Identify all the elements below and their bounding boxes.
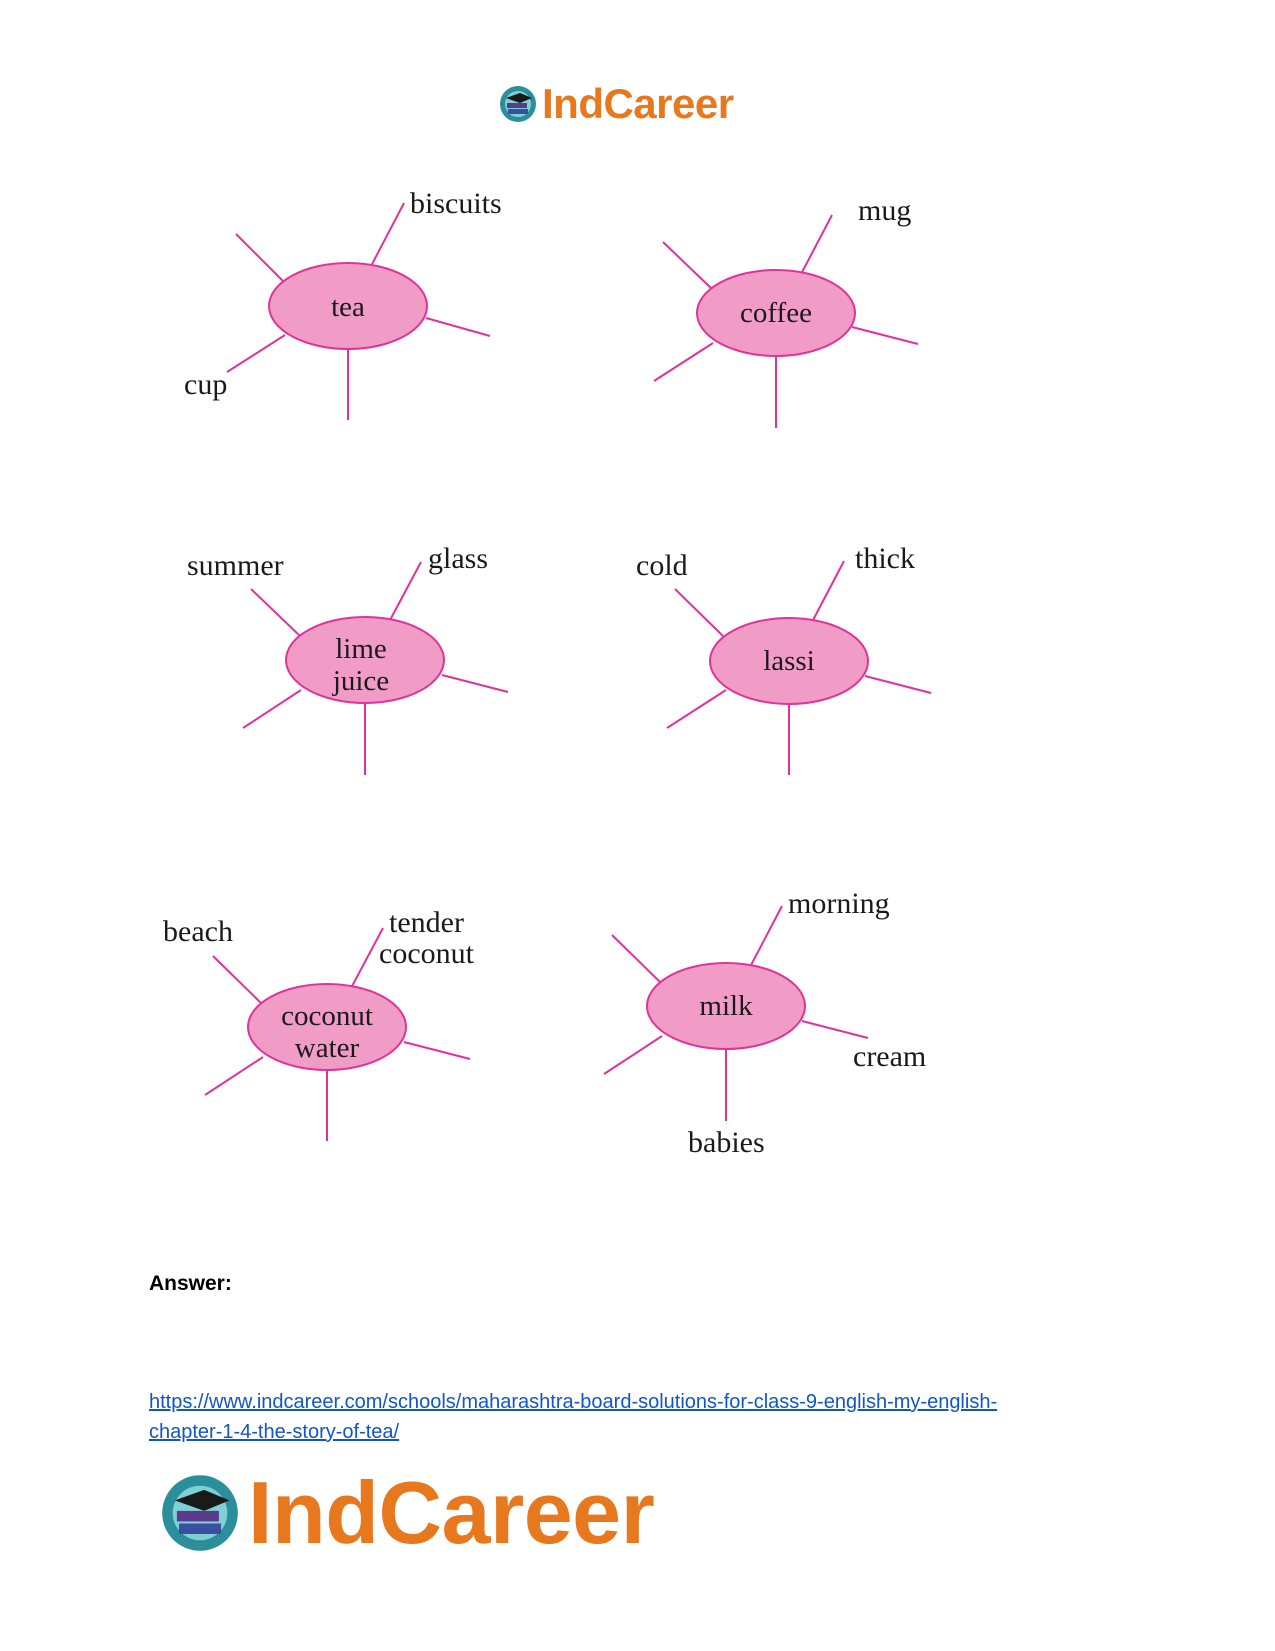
spoke-word-cold: cold xyxy=(636,549,688,582)
word-web-coconut-water xyxy=(204,927,471,1141)
spoke-word-summer: summer xyxy=(187,549,284,582)
source-link[interactable]: https://www.indcareer.com/schools/mahara… xyxy=(149,1387,1149,1447)
answer-label: Answer: xyxy=(149,1272,232,1295)
spoke-word-babies: babies xyxy=(688,1126,765,1159)
center-word-coconut: coconut xyxy=(281,1000,373,1032)
spoke-word-coconut: coconut xyxy=(379,937,475,970)
center-word-juice: juice xyxy=(332,665,389,697)
source-link-line2[interactable]: chapter-1-4-the-story-of-tea/ xyxy=(149,1421,400,1443)
spoke-word-mug: mug xyxy=(858,194,911,227)
spoke-word-cup: cup xyxy=(184,368,227,401)
word-web-tea xyxy=(226,202,491,420)
spoke-word-beach: beach xyxy=(163,915,233,948)
footer-logo-text: IndCareer xyxy=(248,1463,655,1562)
source-link-line1[interactable]: https://www.indcareer.com/schools/mahara… xyxy=(149,1391,998,1413)
spoke-word-tender: tender xyxy=(389,906,464,939)
spoke-word-glass: glass xyxy=(428,542,488,575)
word-web-lassi xyxy=(666,560,932,775)
word-web-milk xyxy=(603,905,869,1121)
graduation-cap-books-icon xyxy=(500,86,536,122)
word-web-coffee xyxy=(653,214,919,428)
center-word-lassi: lassi xyxy=(763,645,815,677)
header-logo: IndCareer xyxy=(498,80,734,128)
spoke-word-morning: morning xyxy=(788,887,890,920)
center-word-milk: milk xyxy=(699,990,753,1022)
spoke-word-thick: thick xyxy=(855,542,915,575)
footer-logo: IndCareer xyxy=(158,1462,655,1564)
word-web-diagrams: tea biscuits cup coffee mug lime juice s… xyxy=(163,187,932,1159)
center-word-coffee: coffee xyxy=(740,297,812,329)
spoke-word-biscuits: biscuits xyxy=(410,187,502,220)
center-word-lime: lime xyxy=(335,633,387,665)
center-word-water: water xyxy=(295,1032,360,1064)
spoke-word-cream: cream xyxy=(853,1040,926,1073)
word-web-lime-juice xyxy=(242,561,509,775)
graduation-cap-books-icon xyxy=(162,1475,238,1551)
center-word-tea: tea xyxy=(331,291,365,323)
header-logo-text: IndCareer xyxy=(542,80,734,127)
